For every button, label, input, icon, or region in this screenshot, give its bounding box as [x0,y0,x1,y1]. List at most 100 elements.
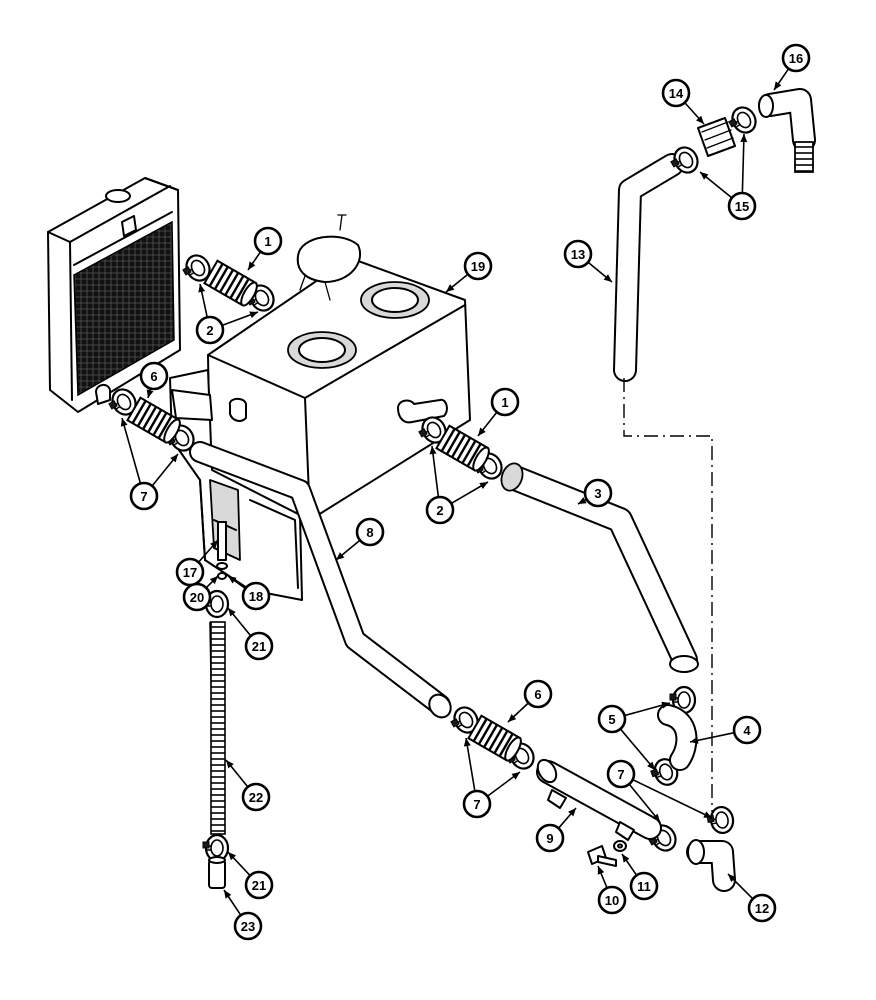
callout-circle [241,782,271,812]
leader-arrow-c19-0 [446,284,455,292]
callout-label: 6 [534,687,541,702]
callout-label: 8 [366,525,373,540]
elbow-4 [657,704,698,771]
drain-tube-22 [209,621,226,835]
callout-label: 7 [140,489,147,504]
leader-arrow-c10-0 [597,866,605,875]
callout-circle [462,789,492,819]
leader-line-c15-1 [741,133,745,194]
callout-circle [563,239,593,269]
callouts: 1122345667778910111213141516171819202121… [129,43,811,941]
clamp-2a-upper [182,254,211,282]
callout-circle [244,870,274,900]
leader-line-c7c-1 [632,778,713,819]
clamp-7b-upper [450,706,479,734]
leader-arrow-c9-0 [568,808,576,817]
callout-label: 20 [190,590,204,605]
callout-label: 21 [252,878,266,893]
callout-circle [583,478,613,508]
callout-c9: 9 [535,823,565,853]
leader-arrow-c16-0 [774,81,782,90]
leader-arrow-c11-0 [622,854,630,863]
callout-circle [629,871,659,901]
coupler-14 [697,117,736,157]
leader-arrow-c20-0 [209,576,218,585]
callout-circle [597,704,627,734]
callout-c15: 15 [727,191,757,221]
callout-c3: 3 [583,478,613,508]
callout-label: 6 [150,369,157,384]
callout-circle [253,226,283,256]
clamp-2b-upper [418,416,447,444]
bolt-10 [587,845,617,867]
callout-c2a: 2 [195,315,225,345]
elbow-16 [758,88,816,173]
leader-arrow-c1b-0 [478,427,486,436]
callout-c4: 4 [732,715,762,745]
callout-c18: 18 [241,581,271,611]
callout-circle [661,78,691,108]
callout-circle [747,893,777,923]
callout-circle [490,387,520,417]
callout-circle [535,823,565,853]
leader-arrow-c2b-0 [429,446,437,455]
callout-label: 5 [608,712,615,727]
callout-c7a: 7 [129,481,159,511]
callout-label: 7 [473,797,480,812]
callout-label: 1 [501,395,508,410]
callout-c19: 19 [463,251,493,281]
clamp-21-lower [202,833,230,863]
callout-label: 4 [743,723,751,738]
leader-arrow-c12-0 [728,874,737,883]
leader-arrow-c15-0 [700,172,709,180]
callout-label: 17 [183,565,197,580]
callout-circle [606,759,636,789]
callout-c11: 11 [629,871,659,901]
callout-circle [425,495,455,525]
callout-circle [244,631,274,661]
leader-arrow-c5-0 [661,701,670,709]
hose-3 [500,462,699,673]
leader-lines [120,68,790,916]
fastener-17-18-20 [216,521,228,580]
callout-c21a: 21 [244,631,274,661]
callout-c10: 10 [597,885,627,915]
coupler-1a [203,259,258,307]
leader-arrow-c1a-0 [248,261,256,270]
hose-13 [613,153,684,382]
callout-circle [597,885,627,915]
callout-label: 13 [571,247,585,262]
callout-circle [139,361,169,391]
callout-label: 2 [206,323,213,338]
leader-arrow-c14-0 [696,115,704,124]
leader-arrow-c3-0 [578,497,587,504]
leader-arrow-c17-0 [210,540,218,549]
callout-c21b: 21 [244,870,274,900]
leader-line-c2b-0 [431,445,440,498]
callout-c14: 14 [661,78,691,108]
clamp-7b-lower [506,742,535,770]
callout-label: 3 [594,486,601,501]
washer-11 [613,840,627,852]
leader-arrow-c7c-1 [703,811,712,818]
callout-c13: 13 [563,239,593,269]
callout-circle [129,481,159,511]
callout-c17: 17 [175,557,205,587]
callout-circle [182,582,212,612]
callout-label: 7 [617,767,624,782]
leader-arrow-c21b-0 [228,852,237,861]
hose-8 [189,441,452,719]
tube-9 [536,758,662,841]
leader-arrow-c7c-0 [652,813,660,822]
leader-arrow-c2a-1 [249,311,258,319]
callout-circle [732,715,762,745]
callout-c8: 8 [355,517,385,547]
callout-label: 18 [249,589,263,604]
clamps [108,106,757,863]
callout-circle [355,517,385,547]
callout-c16: 16 [781,43,811,73]
leader-arrow-c23-0 [224,890,232,899]
callout-c6b: 6 [523,679,553,709]
callout-label: 22 [249,790,263,805]
callout-label: 15 [735,199,749,214]
